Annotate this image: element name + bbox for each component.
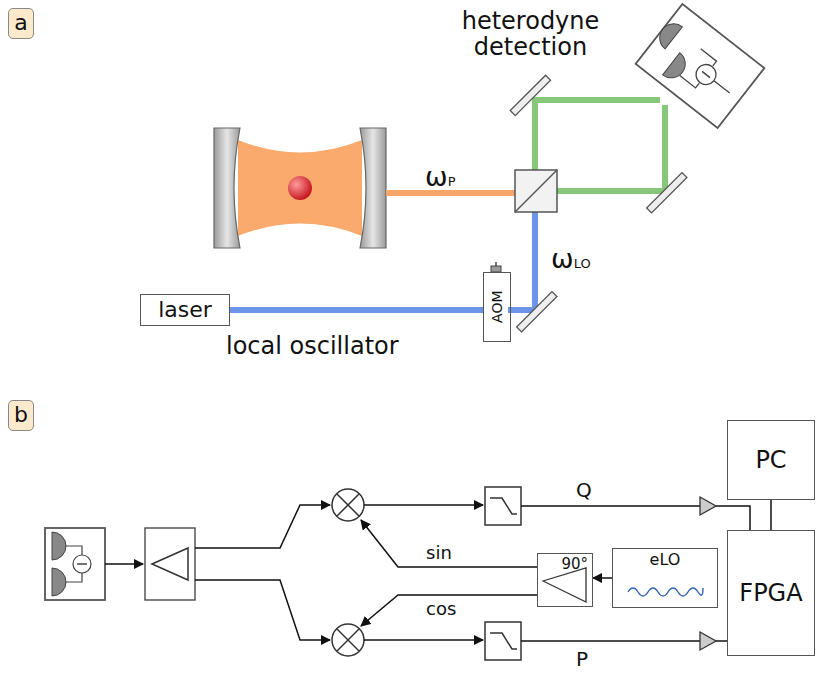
signal-beam — [535, 100, 660, 170]
sine-wave — [628, 588, 703, 596]
wire — [195, 505, 330, 548]
oscillator-box: eLO — [612, 548, 718, 608]
detector — [45, 528, 105, 600]
hybrid-box: 90° — [537, 553, 593, 607]
wire — [716, 506, 750, 530]
cavity-mode — [238, 140, 362, 236]
beam-label: local oscillator — [226, 333, 399, 359]
wire — [716, 640, 727, 642]
frequency-label: ωP — [425, 162, 455, 192]
panel-tag: b — [8, 400, 34, 431]
cavity-mirror — [360, 128, 386, 248]
laser-box: laser — [140, 294, 230, 326]
panel-letter: b — [14, 403, 28, 427]
particle — [288, 176, 312, 200]
node-text: FPGA — [739, 580, 802, 606]
signal-beam — [556, 105, 665, 191]
connector — [593, 577, 612, 579]
power-splitter — [152, 548, 188, 580]
wire — [105, 563, 143, 565]
mixer — [332, 489, 364, 656]
panel-tag: a — [8, 8, 34, 39]
wire — [364, 639, 483, 641]
power-splitter — [145, 528, 195, 600]
wire — [364, 504, 483, 506]
panel-letter: a — [14, 11, 27, 35]
node-text: PC — [755, 447, 786, 473]
cavity-mirror — [214, 128, 240, 248]
connector — [770, 500, 772, 530]
beam-splitter — [515, 170, 557, 212]
frequency-label: ωLO — [551, 244, 591, 274]
node-text: eLO — [650, 551, 681, 569]
beam-splitter — [515, 170, 557, 212]
signal-label: Q — [576, 479, 592, 501]
wire — [521, 505, 700, 507]
detector-heading: heterodyne detection — [448, 4, 613, 64]
hybrid-symbol — [543, 568, 586, 602]
wire — [521, 640, 700, 642]
node-text: AOM — [489, 291, 504, 323]
signal-label: cos — [426, 599, 456, 619]
amplifier — [700, 497, 716, 515]
detector — [636, 4, 765, 128]
fpga-box: FPGA — [727, 530, 815, 656]
wire — [195, 580, 330, 640]
low-pass-filter — [485, 487, 521, 660]
mirror — [517, 292, 557, 332]
signal-label: sin — [426, 543, 452, 563]
wire — [361, 520, 537, 567]
amplifier — [700, 632, 716, 650]
lo-beam — [532, 212, 538, 310]
node-text: 90° — [561, 556, 588, 573]
signal-label: P — [576, 648, 588, 670]
probe-beam — [386, 190, 516, 196]
node-text: laser — [158, 298, 212, 322]
mirror — [647, 173, 687, 213]
connector — [230, 307, 483, 313]
node-text: heterodyne detection — [451, 8, 611, 61]
aom-box: AOM — [483, 272, 511, 342]
mirror — [510, 75, 550, 115]
computer-box: PC — [727, 420, 815, 500]
